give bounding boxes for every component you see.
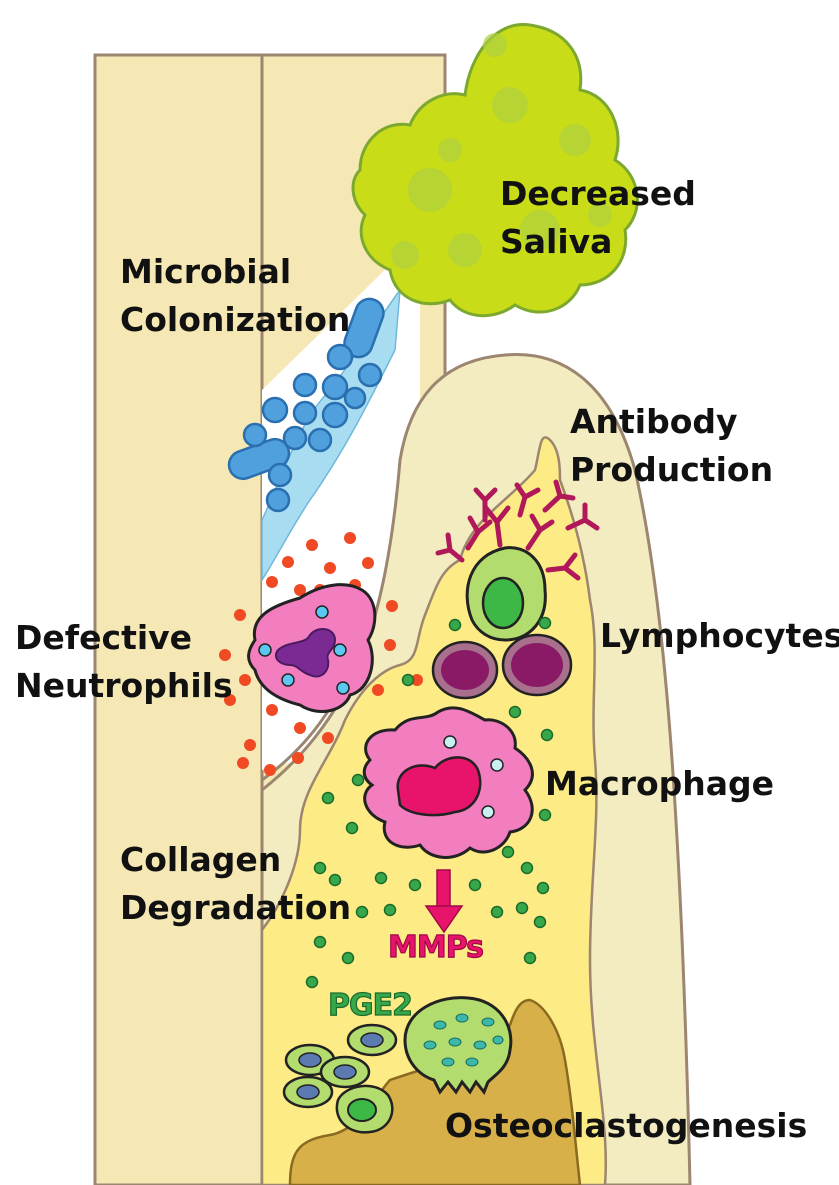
label-mmps: MMPs bbox=[388, 930, 483, 965]
label-pge2: PGE2 bbox=[328, 988, 412, 1023]
label-microbial-colonization: Microbial Colonization bbox=[120, 248, 350, 344]
label-lymphocytes: Lymphocytes bbox=[600, 612, 839, 660]
label-macrophage: Macrophage bbox=[545, 760, 774, 808]
plasma-cell bbox=[467, 548, 545, 640]
label-defective-neutrophils: Defective Neutrophils bbox=[15, 614, 233, 710]
label-decreased-saliva: Decreased Saliva bbox=[500, 170, 696, 266]
label-collagen-degradation: Collagen Degradation bbox=[120, 836, 351, 932]
macrophage-cell bbox=[364, 708, 532, 858]
label-osteoclastogenesis: Osteoclastogenesis bbox=[445, 1102, 807, 1150]
label-antibody-production: Antibody Production bbox=[570, 398, 773, 494]
